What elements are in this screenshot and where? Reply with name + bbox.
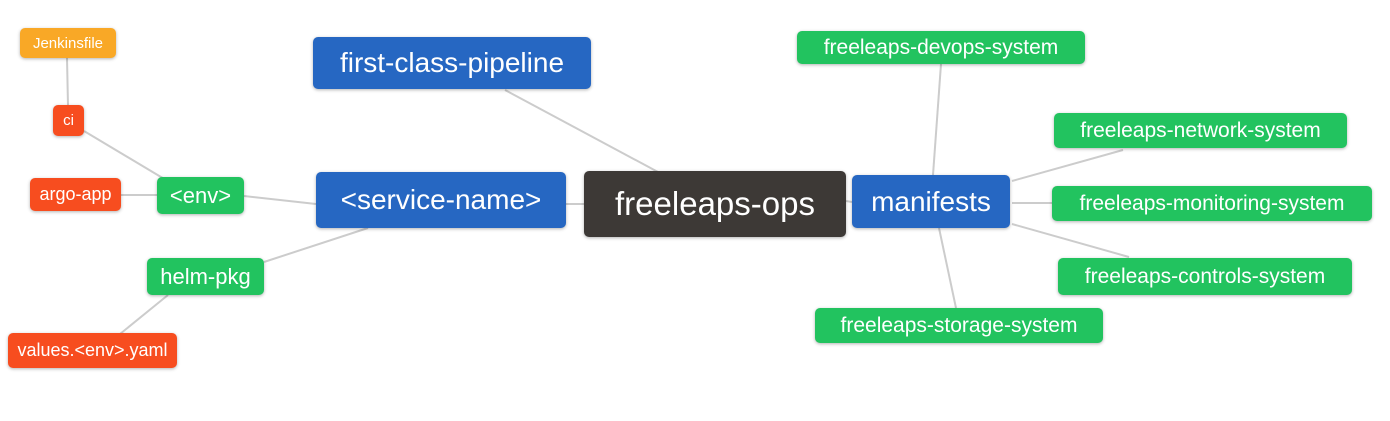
edge-env-service-name	[243, 195, 317, 205]
node-jenkinsfile[interactable]: Jenkinsfile	[20, 28, 116, 58]
edge-service-name-helm-pkg	[263, 227, 369, 263]
node-freeleaps-ops-root[interactable]: freeleaps-ops	[584, 171, 846, 237]
edge-manifests-devops	[932, 63, 942, 176]
node-freeleaps-controls-system[interactable]: freeleaps-controls-system	[1058, 258, 1352, 295]
node-freeleaps-storage-system[interactable]: freeleaps-storage-system	[815, 308, 1103, 343]
node-first-class-pipeline[interactable]: first-class-pipeline	[313, 37, 591, 89]
node-freeleaps-network-system[interactable]: freeleaps-network-system	[1054, 113, 1347, 148]
edge-manifests-controls	[1011, 223, 1130, 258]
edge-ci-env	[83, 130, 167, 181]
node-env[interactable]: <env>	[157, 177, 244, 214]
node-argo-app[interactable]: argo-app	[30, 178, 121, 211]
edge-manifests-storage	[938, 227, 957, 309]
node-ci[interactable]: ci	[53, 105, 84, 136]
edge-jenkinsfile-ci	[66, 57, 69, 107]
edge-ops-manifests	[845, 200, 853, 203]
edge-helm-pkg-values	[119, 294, 169, 335]
node-values-env-yaml[interactable]: values.<env>.yaml	[8, 333, 177, 368]
node-service-name[interactable]: <service-name>	[316, 172, 566, 228]
node-freeleaps-devops-system[interactable]: freeleaps-devops-system	[797, 31, 1085, 64]
node-freeleaps-monitoring-system[interactable]: freeleaps-monitoring-system	[1052, 186, 1372, 221]
edge-manifests-network	[1011, 149, 1124, 182]
node-helm-pkg[interactable]: helm-pkg	[147, 258, 264, 295]
node-manifests[interactable]: manifests	[852, 175, 1010, 228]
edge-first-class-pipeline-ops	[504, 89, 659, 173]
